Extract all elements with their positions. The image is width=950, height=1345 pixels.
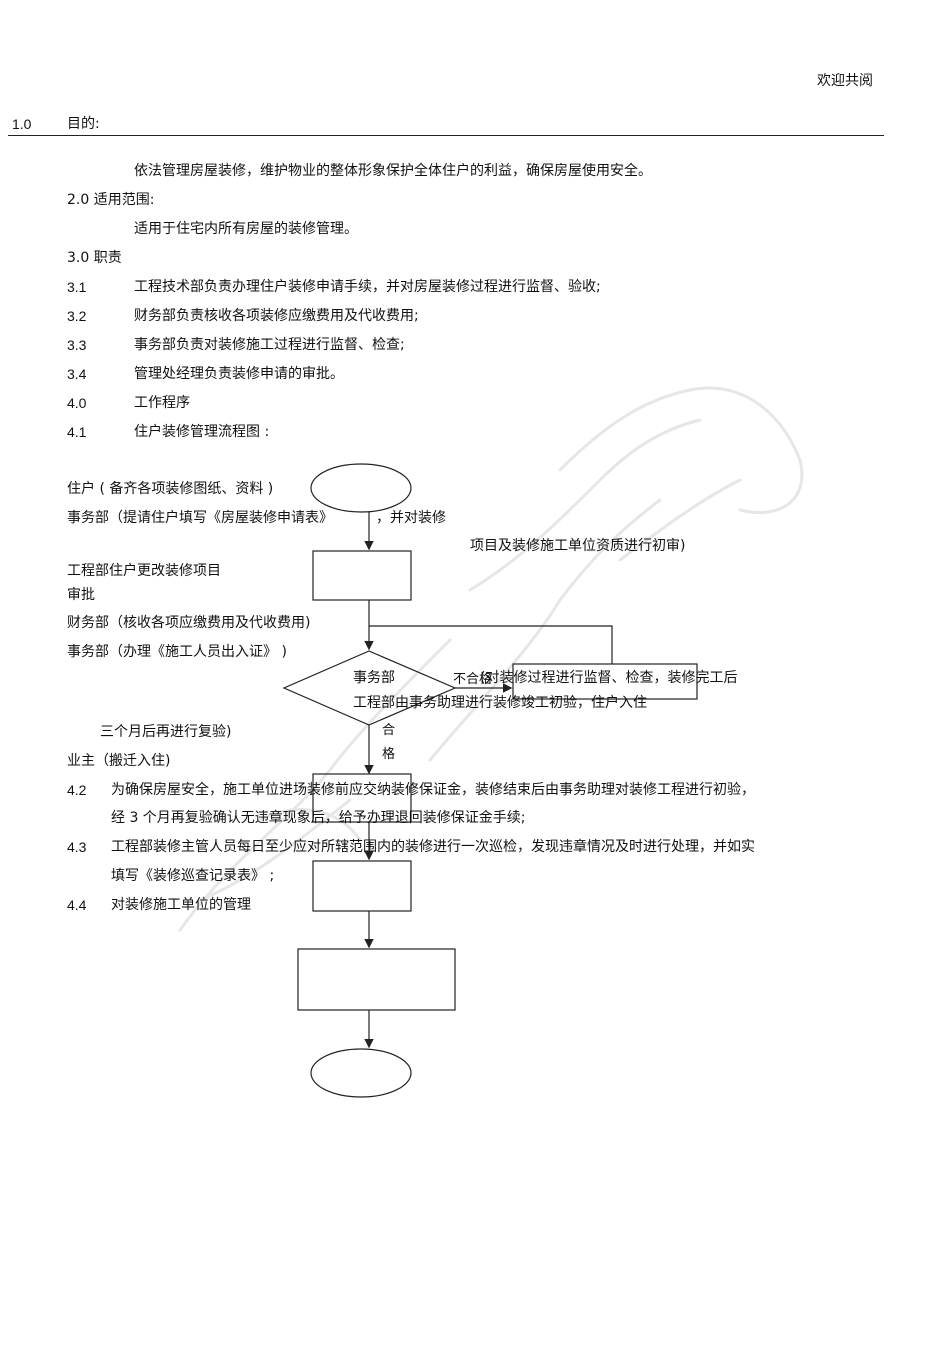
flow-text-engineering: 工程部住户更改装修项目 xyxy=(67,563,221,579)
item-3-3-text: 事务部负责对装修施工过程进行监督、检查; xyxy=(134,337,405,353)
flow-label-pass-2: 格 xyxy=(382,747,396,762)
item-3-4-number: 3.4 xyxy=(67,366,87,382)
section-4-title: 工作程序 xyxy=(134,395,190,411)
flow-text-inspection: 工程部由事务助理进行装修竣工初验，住户入住 xyxy=(353,695,647,711)
item-4-3-line-2: 填写《装修巡查记录表》 ; xyxy=(111,868,275,884)
flow-text-move-in: 业主（搬迁入住) xyxy=(67,753,171,769)
flow-box-fail xyxy=(512,663,698,700)
flow-text-affairs-2: 事务部（办理《施工人员出入证》 ) xyxy=(67,644,287,660)
flow-decision-diamond xyxy=(282,650,457,726)
flow-label-pass-1: 合 xyxy=(382,723,396,738)
flow-text-finance: 财务部（核收各项应缴费用及代收费用) xyxy=(67,615,311,631)
flow-loop-line xyxy=(369,625,613,664)
section-1-body: 依法管理房屋装修，维护物业的整体形象保护全体住户的利益，确保房屋使用安全。 xyxy=(134,163,652,179)
section-4-1-title: 住户装修管理流程图 : xyxy=(134,424,270,440)
item-3-1-number: 3.1 xyxy=(67,279,87,295)
title-divider xyxy=(8,135,884,136)
item-3-2-text: 财务部负责核收各项装修应缴费用及代收费用; xyxy=(134,308,419,324)
section-4-1-number: 4.1 xyxy=(67,424,87,440)
item-3-2-number: 3.2 xyxy=(67,308,87,324)
flow-text-affairs-1a: 事务部（提请住户填写《房屋装修申请表》 xyxy=(67,510,333,526)
flow-box-4 xyxy=(297,948,456,1011)
item-4-4-text: 对装修施工单位的管理 xyxy=(111,897,251,913)
section-4-number: 4.0 xyxy=(67,395,87,411)
section-1-title: 目的: xyxy=(67,116,100,132)
flow-text-affairs-3: 事务部 xyxy=(353,670,395,686)
item-3-1-text: 工程技术部负责办理住户装修申请手续，并对房屋装修过程进行监督、验收; xyxy=(134,279,601,295)
section-1-number: 1.0 xyxy=(12,116,32,132)
flow-box-3 xyxy=(312,860,412,912)
flow-text-supervise: (对装修过程进行监督、检查，装修完工后 xyxy=(480,670,738,686)
flow-text-reinspect: 三个月后再进行复验) xyxy=(100,724,232,740)
flow-text-approval: 审批 xyxy=(67,587,95,603)
flow-label-fail: 不合格 xyxy=(453,672,493,687)
flow-start-oval xyxy=(310,463,412,513)
item-3-3-number: 3.3 xyxy=(67,337,87,353)
item-4-2-number: 4.2 xyxy=(67,782,87,798)
flow-end-oval xyxy=(310,1048,412,1098)
item-3-4-text: 管理处经理负责装修申请的审批。 xyxy=(134,366,344,382)
item-4-3-number: 4.3 xyxy=(67,839,87,855)
flow-text-affairs-1c: 项目及装修施工单位资质进行初审) xyxy=(470,538,686,554)
flow-text-affairs-1b: ，并对装修 xyxy=(376,510,446,526)
section-2-body: 适用于住宅内所有房屋的装修管理。 xyxy=(134,221,358,237)
section-3-title: 3.0 职责 xyxy=(67,250,122,266)
header-top-right: 欢迎共阅 xyxy=(817,73,873,89)
item-4-2-line-2: 经 3 个月再复验确认无违章现象后，给予办理退回装修保证金手续; xyxy=(111,810,526,826)
flow-box-1 xyxy=(312,550,412,601)
item-4-3-line-1: 工程部装修主管人员每日至少应对所辖范围内的装修进行一次巡检，发现违章情况及时进行… xyxy=(111,839,755,855)
section-2-title: 2.0 适用范围: xyxy=(67,192,155,208)
item-4-2-line-1: 为确保房屋安全，施工单位进场装修前应交纳装修保证金，装修结束后由事务助理对装修工… xyxy=(111,782,755,798)
flow-text-owner: 住户 ( 备齐各项装修图纸、资料 ) xyxy=(67,481,274,497)
item-4-4-number: 4.4 xyxy=(67,897,87,913)
flow-box-2 xyxy=(312,773,412,823)
